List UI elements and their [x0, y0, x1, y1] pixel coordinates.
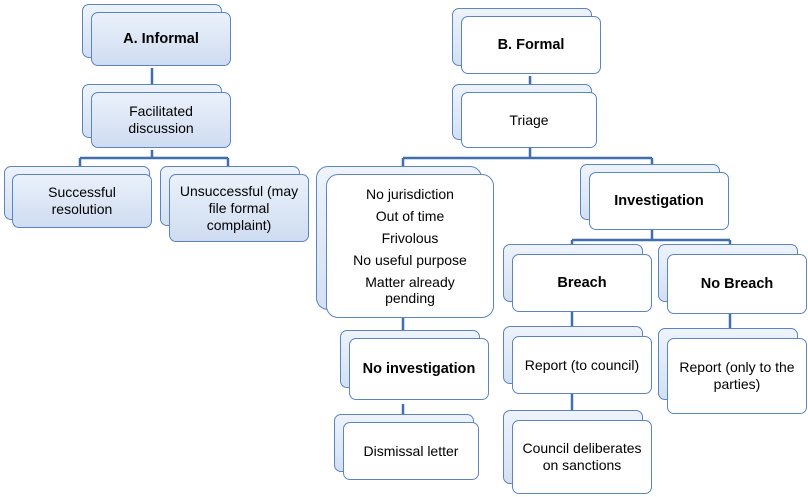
unsuccessful: Unsuccessful (may file formal complaint) — [169, 174, 309, 242]
investigation: Investigation — [589, 172, 729, 230]
council-deliberates: Council deliberates on sanctions — [512, 420, 652, 494]
ground-no-jurisdiction: No jurisdiction — [366, 186, 454, 202]
connector-investigation-to-outcomes — [570, 228, 732, 250]
connector-triage-to-branches — [401, 148, 654, 168]
ground-frivolous: Frivolous — [381, 230, 439, 246]
no-investigation: No investigation — [349, 338, 489, 400]
ground-no-useful-purpose: No useful purpose — [353, 252, 467, 268]
no-breach: No Breach — [667, 254, 807, 314]
report-parties: Report (only to the parties) — [667, 338, 807, 414]
triage: Triage — [461, 92, 597, 148]
formal-title: B. Formal — [461, 16, 601, 74]
informal-title: A. Informal — [91, 12, 231, 66]
successful-resolution: Successful resolution — [12, 174, 152, 228]
dismissal-letter: Dismissal letter — [343, 422, 479, 480]
facilitated-discussion: Facilitated discussion — [91, 92, 231, 148]
dismissal-grounds: No jurisdiction Out of time Frivolous No… — [326, 174, 494, 318]
ground-out-of-time: Out of time — [375, 208, 445, 224]
ground-matter-already-pending: Matter already pending — [365, 274, 455, 306]
connector-discussion-to-outcomes — [78, 150, 230, 170]
breach: Breach — [512, 254, 652, 312]
report-council: Report (to council) — [512, 336, 652, 394]
